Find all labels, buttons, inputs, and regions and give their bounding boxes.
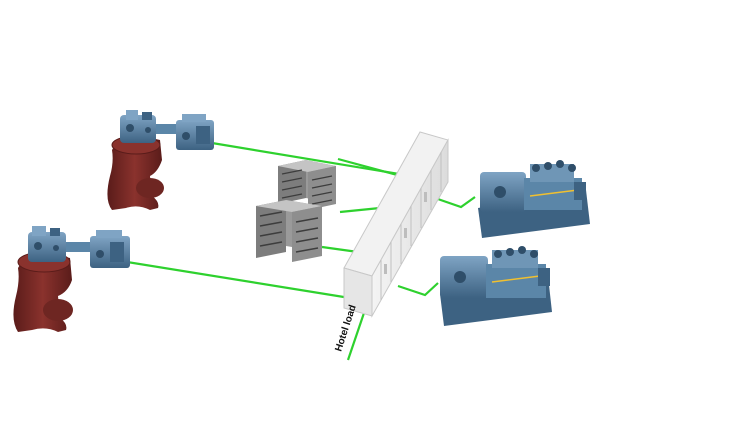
hotel-load-label: Hotel load bbox=[333, 304, 358, 353]
cable-generator-upper bbox=[431, 195, 476, 209]
cable-motor-lower bbox=[126, 260, 351, 300]
diesel-generator-icon bbox=[440, 246, 552, 326]
switchboard-icon bbox=[343, 131, 449, 318]
cable-hotel-load bbox=[346, 309, 367, 361]
electric-motor-lower bbox=[90, 230, 130, 268]
cable-battery-mid bbox=[339, 206, 381, 214]
cable-battery-upper bbox=[337, 157, 398, 177]
battery-rack-icon bbox=[278, 160, 336, 210]
diesel-generator-lower bbox=[440, 246, 552, 326]
cable-battery-lower bbox=[321, 245, 359, 254]
cable-generator-lower bbox=[397, 282, 439, 297]
cable-motor-upper bbox=[211, 141, 406, 177]
battery-rack-upper bbox=[278, 160, 336, 210]
electric-motor-upper bbox=[176, 114, 214, 150]
azimuth-propulsor-icon bbox=[107, 110, 178, 210]
electric-motor-icon bbox=[90, 230, 130, 268]
azimuth-propulsor-icon bbox=[13, 226, 92, 332]
diesel-generator-upper bbox=[478, 160, 590, 238]
cables bbox=[126, 141, 476, 361]
azimuth-propulsor-lower bbox=[13, 226, 92, 332]
switchboard bbox=[343, 131, 449, 318]
diesel-generator-icon bbox=[478, 160, 590, 238]
battery-rack-icon bbox=[256, 200, 322, 262]
electric-motor-icon bbox=[176, 114, 214, 150]
battery-rack-lower bbox=[256, 200, 322, 262]
azimuth-propulsor-upper bbox=[107, 110, 178, 210]
